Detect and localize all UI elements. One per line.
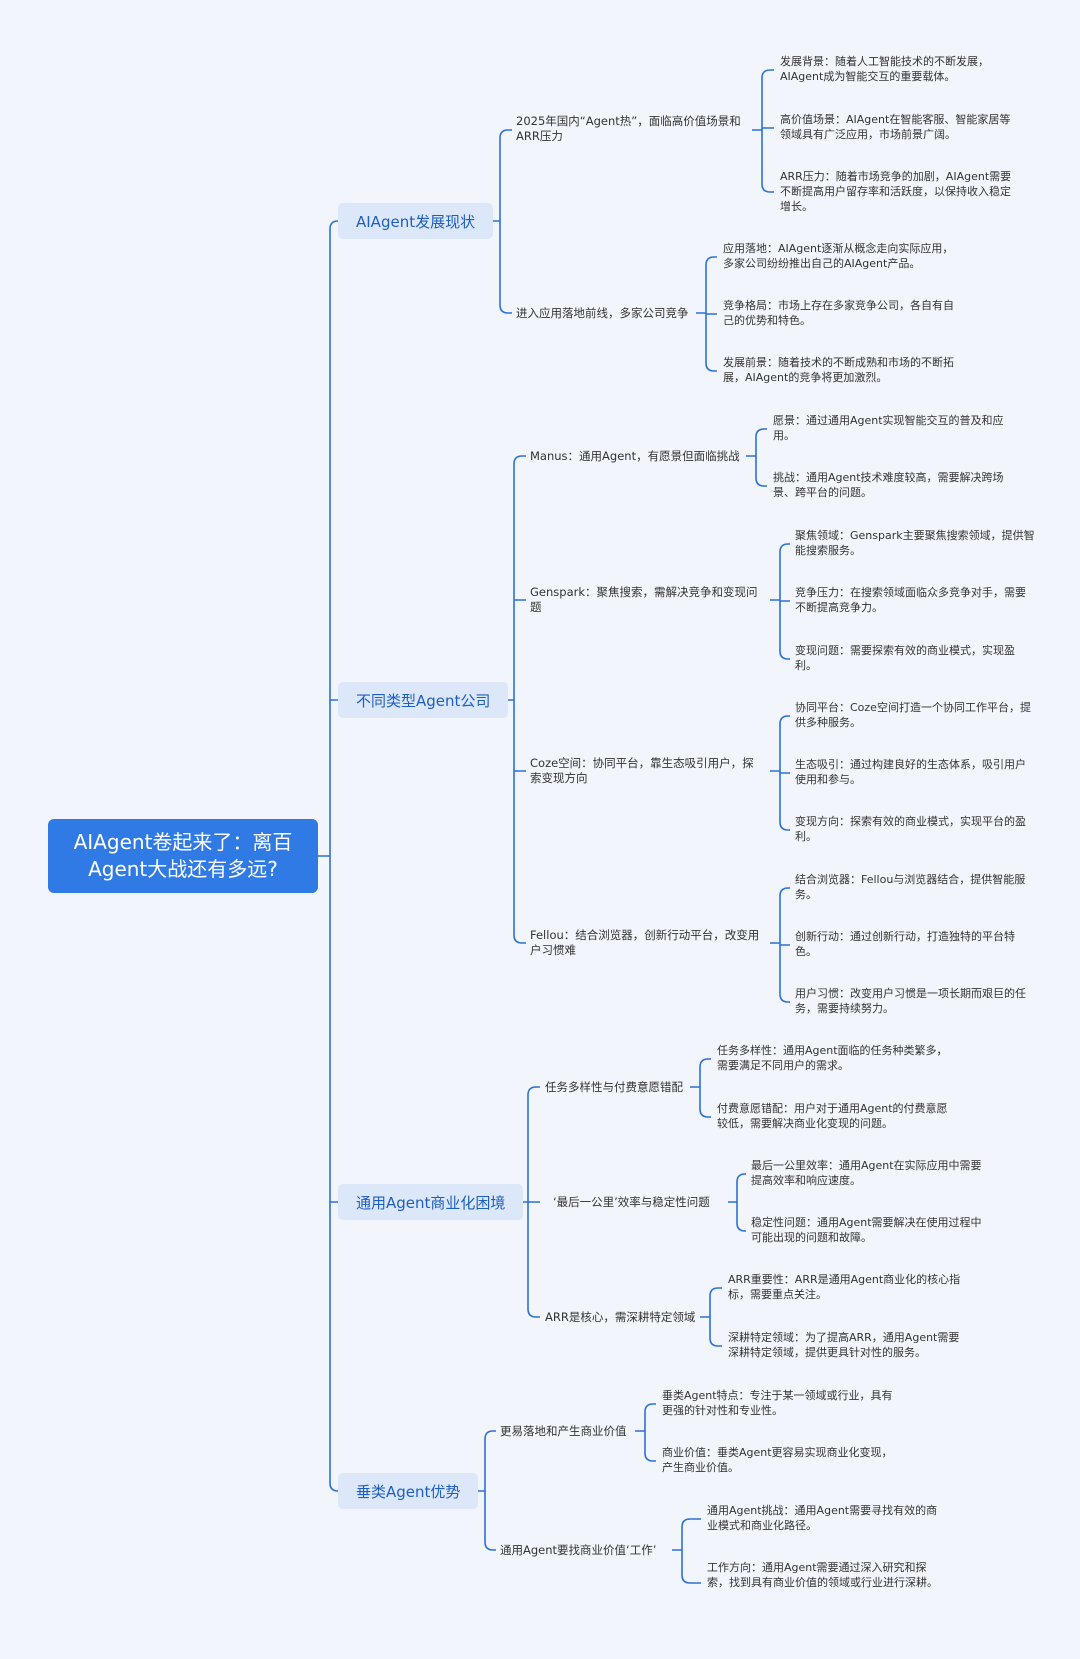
subtopic-text: ARR是核心，需深耕特定领域: [545, 1309, 696, 1324]
connector-branch-1: [505, 455, 526, 944]
leaf-innovative-action[interactable]: 创新行动：通过创新行动，打造独特的平台特色。: [795, 930, 1015, 958]
subtopic-manus[interactable]: Manus：通用Agent，有愿景但面临挑战: [530, 446, 745, 466]
branch-label: 垂类Agent优势: [356, 1482, 461, 1501]
connector-sub-3-0: [635, 1403, 656, 1462]
connector-sub-1-1: [770, 543, 790, 660]
leaf-task-diversity[interactable]: 任务多样性：通用Agent面临的任务种类繁多，需要满足不同用户的需求。: [717, 1044, 948, 1072]
subtopic-task-diversity[interactable]: 任务多样性与付费意愿错配: [545, 1077, 690, 1097]
branch-commercialization-dilemma[interactable]: 通用Agent商业化困境: [338, 1184, 524, 1220]
connector-sub-2-2: [700, 1287, 722, 1347]
branch-label: AIAgent发展现状: [356, 212, 476, 231]
subtopic-last-mile[interactable]: ‘最后一公里’效率与稳定性问题: [553, 1192, 728, 1212]
subtopic-text: Genspark：聚焦搜索，需解决竞争和变现问题: [530, 585, 758, 614]
subtopic-text: 2025年国内“Agent热”，面临高价值场景和ARR压力: [516, 114, 741, 143]
leaf-browser-integration[interactable]: 结合浏览器：Fellou与浏览器结合，提供智能服务。: [795, 873, 1026, 901]
leaf-vision[interactable]: 愿景：通过通用Agent实现智能交互的普及和应用。: [773, 414, 1004, 442]
leaf-stability-issues[interactable]: 稳定性问题：通用Agent需要解决在使用过程中可能出现的问题和故障。: [751, 1216, 982, 1244]
branch-label: 不同类型Agent公司: [356, 691, 491, 710]
subtopic-text: 通用Agent要找商业价值‘工作’: [500, 1542, 657, 1557]
branch-agent-company-types[interactable]: 不同类型Agent公司: [338, 682, 509, 718]
leaf-work-direction[interactable]: 工作方向：通用Agent需要通过深入研究和探索，找到具有商业价值的领域或行业进行…: [707, 1561, 938, 1589]
leaf-competition-landscape[interactable]: 竞争格局：市场上存在多家竞争公司，各自有自己的优势和特色。: [723, 299, 954, 327]
subtopic-genspark[interactable]: Genspark：聚焦搜索，需解决竞争和变现问题: [530, 584, 760, 616]
leaf-arr-importance[interactable]: ARR重要性：ARR是通用Agent商业化的核心指标，需要重点关注。: [728, 1273, 961, 1301]
leaf-development-prospects[interactable]: 发展前景：随着技术的不断成熟和市场的不断拓展，AIAgent的竞争将更加激烈。: [723, 356, 954, 384]
subtopic-text: Fellou：结合浏览器，创新行动平台，改变用户习惯难: [530, 928, 760, 957]
connector-sub-3-1: [672, 1518, 701, 1584]
leaf-competition-pressure[interactable]: 竞争压力：在搜索领域面临众多竞争对手，需要不断提高竞争力。: [795, 586, 1026, 614]
leaf-general-agent-challenge[interactable]: 通用Agent挑战：通用Agent需要寻找有效的商业模式和商业化路径。: [707, 1504, 938, 1532]
subtopic-arr-core[interactable]: ARR是核心，需深耕特定领域: [545, 1307, 700, 1327]
connector-root: [318, 220, 339, 1492]
connector-branch-0: [490, 129, 512, 314]
branch-label: 通用Agent商业化困境: [356, 1193, 506, 1212]
subtopic-fellou[interactable]: Fellou：结合浏览器，创新行动平台，改变用户习惯难: [530, 927, 765, 959]
leaf-specific-domains[interactable]: 深耕特定领域：为了提高ARR，通用Agent需要深耕特定领域，提供更具针对性的服…: [728, 1331, 960, 1359]
leaf-ecosystem-attraction[interactable]: 生态吸引：通过构建良好的生态体系，吸引用户使用和参与。: [795, 758, 1026, 786]
leaf-high-value-scenarios[interactable]: 高价值场景：AIAgent在智能客服、智能家居等领域具有广泛应用，市场前景广阔。: [780, 113, 1011, 141]
connector-sub-2-0: [690, 1058, 711, 1118]
subtopic-coze[interactable]: Coze空间：协同平台，靠生态吸引用户，探索变现方向: [530, 755, 760, 787]
connector-sub-1-0: [746, 428, 767, 487]
connector-sub-1-2: [770, 715, 790, 831]
root-topic[interactable]: AIAgent卷起来了：离百Agent大战还有多远?: [48, 819, 318, 893]
subtopic-application-frontline[interactable]: 进入应用落地前线，多家公司竞争: [516, 303, 696, 323]
connector-sub-0-0: [752, 69, 774, 193]
connector-sub-2-1: [728, 1173, 746, 1232]
connector-sub-0-1: [696, 256, 717, 372]
leaf-payment-willingness[interactable]: 付费意愿错配：用户对于通用Agent的付费意愿较低，需要解决商业化变现的问题。: [717, 1102, 948, 1130]
subtopic-text: Coze空间：协同平台，靠生态吸引用户，探索变现方向: [530, 756, 754, 785]
subtopic-easier-landing[interactable]: 更易落地和产生商业价值: [500, 1421, 635, 1441]
leaf-vertical-features[interactable]: 垂类Agent特点：专注于某一领域或行业，具有更强的针对性和专业性。: [662, 1389, 893, 1417]
leaf-focus-area[interactable]: 聚焦领域：Genspark主要聚焦搜索领域，提供智能搜索服务。: [795, 529, 1035, 557]
leaf-arr-pressure[interactable]: ARR压力：随着市场竞争的加剧，AIAgent需要不断提高用户留存率和活跃度，以…: [780, 170, 1012, 213]
leaf-monetization-problem[interactable]: 变现问题：需要探索有效的商业模式，实现盈利。: [795, 644, 1015, 672]
leaf-challenge[interactable]: 挑战：通用Agent技术难度较高，需要解决跨场景、跨平台的问题。: [773, 471, 1004, 499]
leaf-last-mile-efficiency[interactable]: 最后一公里效率：通用Agent在实际应用中需要提高效率和响应速度。: [751, 1159, 982, 1187]
leaf-collaboration-platform[interactable]: 协同平台：Coze空间打造一个协同工作平台，提供多种服务。: [795, 701, 1031, 729]
subtopic-text: 任务多样性与付费意愿错配: [545, 1079, 683, 1094]
leaf-development-background[interactable]: 发展背景：随着人工智能技术的不断发展，AIAgent成为智能交互的重要载体。: [780, 55, 989, 83]
branch-vertical-agent-advantages[interactable]: 垂类Agent优势: [338, 1473, 479, 1509]
leaf-monetization-direction[interactable]: 变现方向：探索有效的商业模式，实现平台的盈利。: [795, 815, 1026, 843]
subtopic-text: 进入应用落地前线，多家公司竞争: [516, 305, 689, 320]
leaf-commercial-value[interactable]: 商业价值：垂类Agent更容易实现商业化变现，产生商业价值。: [662, 1446, 893, 1474]
subtopic-find-value-work[interactable]: 通用Agent要找商业价值‘工作’: [500, 1540, 670, 1560]
subtopic-text: Manus：通用Agent，有愿景但面临挑战: [530, 448, 740, 463]
branch-aiagent-status[interactable]: AIAgent发展现状: [338, 203, 494, 239]
connector-sub-1-3: [770, 887, 790, 1003]
leaf-application-landing[interactable]: 应用落地：AIAgent逐渐从概念走向实际应用，多家公司纷纷推出自己的AIAge…: [723, 242, 954, 270]
subtopic-text: ‘最后一公里’效率与稳定性问题: [553, 1194, 710, 1209]
connector-branch-3: [475, 1430, 496, 1551]
subtopic-agent-heat[interactable]: 2025年国内“Agent热”，面临高价值场景和ARR压力: [516, 113, 746, 145]
root-topic-text: AIAgent卷起来了：离百Agent大战还有多远?: [73, 830, 293, 881]
leaf-user-habits[interactable]: 用户习惯：改变用户习惯是一项长期而艰巨的任务，需要持续努力。: [795, 987, 1026, 1015]
subtopic-text: 更易落地和产生商业价值: [500, 1423, 627, 1438]
